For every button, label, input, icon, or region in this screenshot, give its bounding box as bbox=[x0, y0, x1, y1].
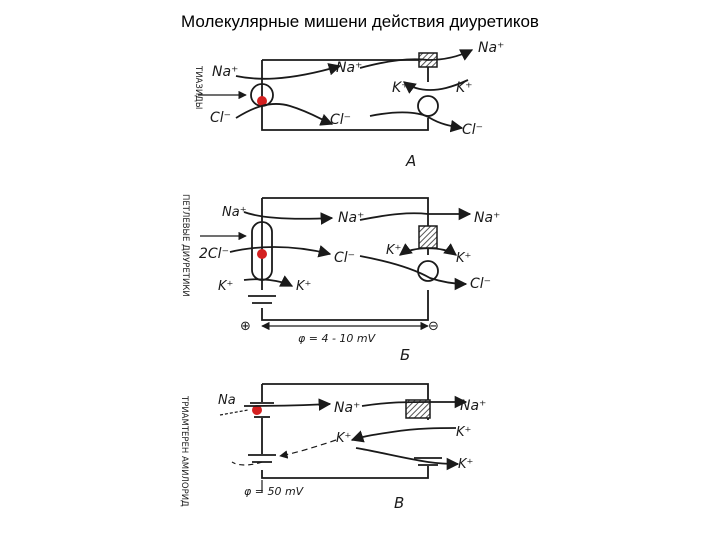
k-right-label-b: K⁺ bbox=[456, 251, 471, 266]
drug-target-marker-c bbox=[252, 405, 262, 415]
panel-b-letter: Б bbox=[400, 346, 410, 364]
k-in-arrow-c bbox=[350, 427, 457, 443]
na-lumen-label-b: Na⁺ bbox=[222, 205, 247, 220]
na-out-label-c: Na⁺ bbox=[460, 398, 486, 414]
potential-label-b: φ = 4 - 10 mV bbox=[298, 332, 377, 345]
cell-outline-c bbox=[261, 383, 429, 479]
cl-channel-b bbox=[417, 260, 439, 282]
k-right-label-a: K⁺ bbox=[456, 80, 473, 96]
na-lumen-label-c: Na bbox=[218, 393, 236, 408]
minus-sign-b: ⊖ bbox=[428, 319, 439, 334]
k-right2-label-c: K⁺ bbox=[458, 457, 473, 472]
cl-exit-arrow-a bbox=[369, 111, 464, 133]
k-exchange-arrow-b bbox=[398, 243, 458, 256]
lumen-arrow-c bbox=[219, 409, 249, 416]
page-title: Молекулярные мишени действия диуретиков bbox=[181, 12, 539, 31]
cl-cell-label-b: Cl⁻ bbox=[334, 250, 355, 266]
k-lumen-dash-c bbox=[231, 461, 263, 466]
k-recycle-arrow-b bbox=[243, 275, 294, 287]
drug-target-marker-a bbox=[257, 96, 267, 106]
na-out-label-b: Na⁺ bbox=[474, 210, 500, 226]
cl-lumen-label-a: Cl⁻ bbox=[210, 110, 231, 126]
panel-a-letter: А bbox=[405, 152, 416, 170]
na-flow-arrow-a bbox=[235, 63, 342, 80]
k-lumen-label-b: K⁺ bbox=[218, 279, 233, 294]
na-lumen-label-a: Na⁺ bbox=[212, 64, 238, 80]
k-in-arrow-a bbox=[402, 79, 469, 94]
cl-out-label-a: Cl⁻ bbox=[462, 122, 483, 138]
cl-exit-arrow-b bbox=[359, 255, 468, 291]
panel-c-side-label: ТРИАМТЕРЕН АМИЛОРИД bbox=[179, 395, 189, 507]
panel-b: ПЕТЛЕВЫЕ ДИУРЕТИКИ Na⁺ Na⁺ Na⁺ 2Cl⁻ Cl⁻ … bbox=[180, 194, 500, 364]
k-flow-arrow-c bbox=[279, 439, 337, 459]
panel-a: ТИАЗИДЫ Na⁺ Na⁺ Na⁺ K⁺ K⁺ Cl⁻ Cl⁻ Cl⁻ А bbox=[193, 40, 504, 170]
na-cell-label-a: Na⁺ bbox=[336, 60, 362, 76]
na-pump-out-arrow-a bbox=[359, 49, 474, 69]
k-left-label-b: K⁺ bbox=[386, 243, 401, 258]
k-left-label-a: K⁺ bbox=[392, 80, 409, 96]
na-flow-arrow-c bbox=[243, 398, 332, 411]
k-basal-exit-arrow-c bbox=[355, 447, 460, 471]
k-cell-label-b: K⁺ bbox=[296, 279, 311, 294]
cl-cell-label-a: Cl⁻ bbox=[330, 112, 351, 128]
cl-flow-arrow-b bbox=[229, 245, 332, 258]
panel-c-letter: В bbox=[394, 494, 404, 512]
panel-a-side-label: ТИАЗИДЫ bbox=[193, 65, 203, 109]
na-cell-label-c: Na⁺ bbox=[334, 400, 360, 416]
cl-flow-arrow-a bbox=[235, 103, 334, 126]
potential-label-c: φ = 50 mV bbox=[244, 485, 305, 498]
panel-b-side-label: ПЕТЛЕВЫЕ ДИУРЕТИКИ bbox=[180, 194, 190, 297]
plus-sign-b: ⊕ bbox=[240, 319, 251, 334]
cl-channel-a bbox=[417, 95, 439, 117]
k-cell-label-c: K⁺ bbox=[336, 431, 351, 446]
cl-lumen-label-b: 2Cl⁻ bbox=[199, 246, 229, 262]
panel-c: ТРИАМТЕРЕН АМИЛОРИД Na Na⁺ Na⁺ K⁺ K⁺ K⁺ … bbox=[179, 383, 486, 512]
na-k-pump-c bbox=[405, 399, 431, 419]
na-flow-arrow-b bbox=[243, 211, 334, 225]
k-right1-label-c: K⁺ bbox=[456, 425, 471, 440]
na-pump-out-arrow-b bbox=[359, 207, 472, 221]
cl-out-label-b: Cl⁻ bbox=[470, 276, 491, 292]
na-out-label-a: Na⁺ bbox=[478, 40, 504, 56]
na-cell-label-b: Na⁺ bbox=[338, 210, 364, 226]
drug-target-marker-b bbox=[257, 249, 267, 259]
na-k-pump-b bbox=[418, 225, 438, 249]
na-pump-out-arrow-c bbox=[361, 395, 468, 409]
